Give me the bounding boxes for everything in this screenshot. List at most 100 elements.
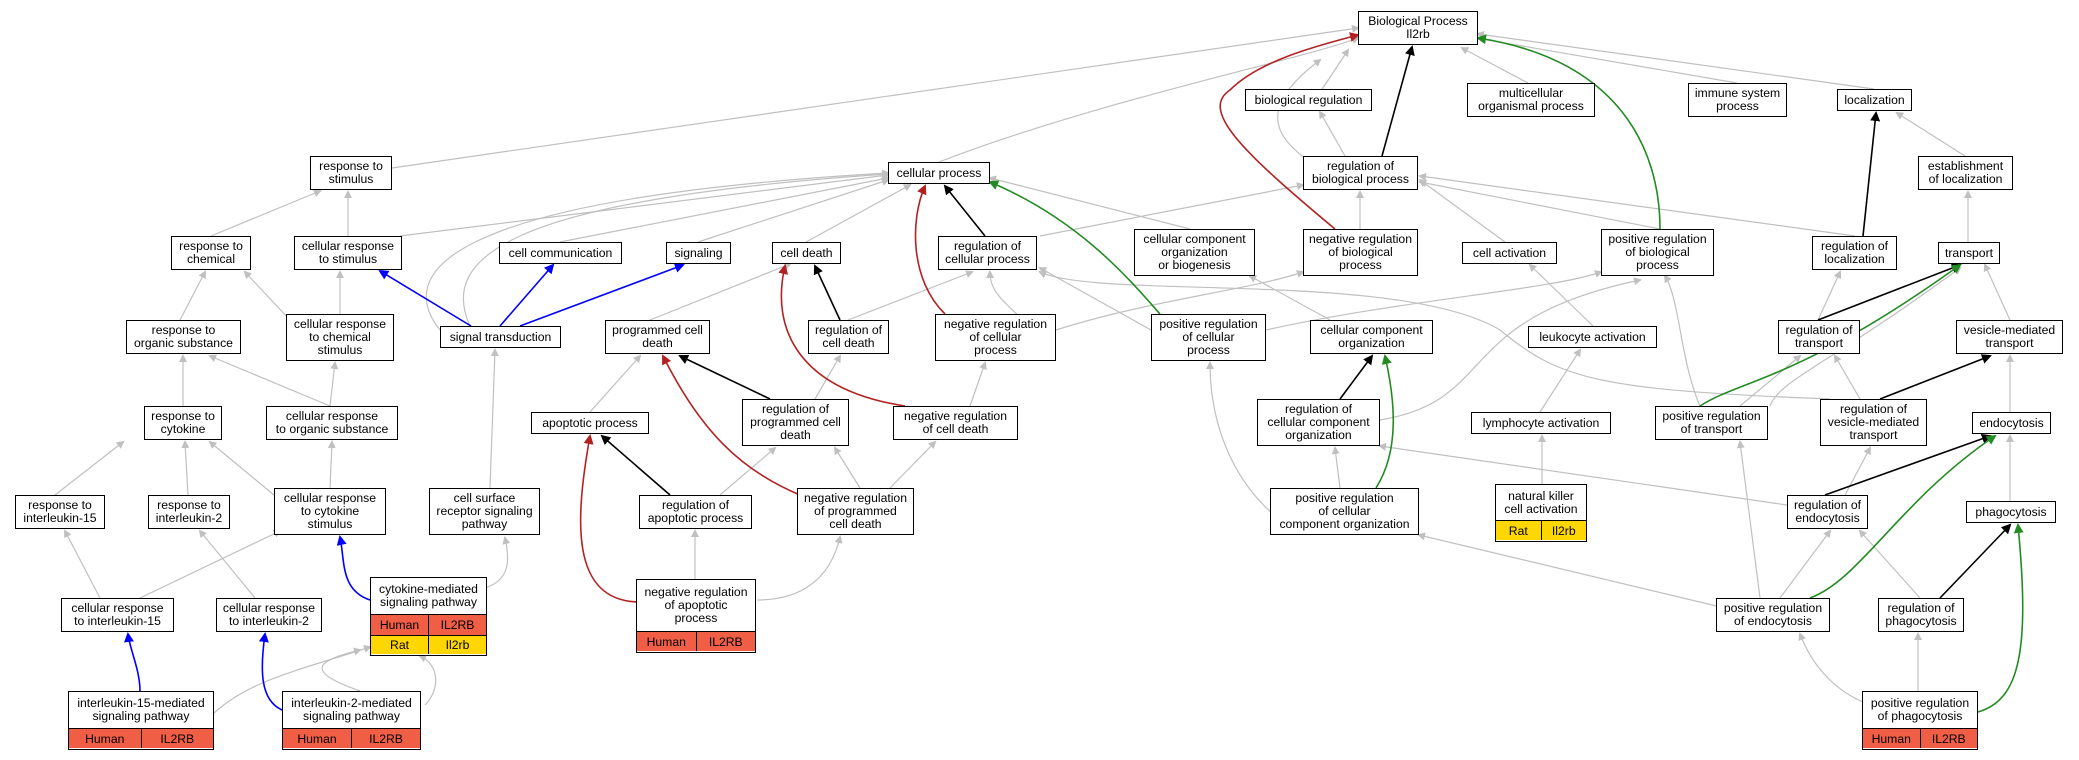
node-regulation-of-localization[interactable]: regulation of localization bbox=[1812, 236, 1897, 270]
gene-cell: IL2RB bbox=[695, 632, 756, 651]
node-interleukin-2-mediated-signaling-pathway[interactable]: interleukin-2-mediated signaling pathway… bbox=[282, 691, 421, 750]
edge-blue-103 bbox=[499, 263, 555, 327]
edge-gray-24 bbox=[243, 270, 291, 321]
node-response-to-interleukin-15[interactable]: response to interleukin-15 bbox=[15, 495, 105, 529]
node-negative-regulation-of-apoptotic-process[interactable]: negative regulation of apoptotic process… bbox=[636, 579, 756, 653]
node-regulation-of-transport[interactable]: regulation of transport bbox=[1778, 320, 1860, 354]
annotation-row-human: Human IL2RB bbox=[637, 631, 755, 651]
edge-gray-70 bbox=[1736, 440, 1761, 599]
edge-green-96 bbox=[1476, 34, 1661, 230]
edge-gray-29 bbox=[1055, 270, 1305, 331]
node-regulation-of-cc-organization[interactable]: regulation of cellular component organiz… bbox=[1257, 399, 1380, 446]
node-cell-communication[interactable]: cell communication bbox=[499, 242, 622, 264]
node-positive-regulation-of-phagocytosis[interactable]: positive regulation of phagocytosis Huma… bbox=[1862, 691, 1978, 750]
edge-gray-47 bbox=[1833, 354, 1861, 400]
node-signaling[interactable]: signaling bbox=[666, 242, 731, 264]
edge-black-80 bbox=[1381, 45, 1415, 157]
node-regulation-of-apoptotic-process[interactable]: regulation of apoptotic process bbox=[639, 495, 752, 529]
species-cell: Human bbox=[297, 731, 337, 746]
edge-green-101 bbox=[1977, 523, 2024, 713]
node-positive-regulation-of-biological-process[interactable]: positive regulation of biological proces… bbox=[1601, 229, 1714, 276]
node-vesicle-mediated-transport[interactable]: vesicle-mediated transport bbox=[1956, 320, 2063, 354]
node-response-to-stimulus[interactable]: response to stimulus bbox=[310, 156, 392, 190]
edge-red-94 bbox=[662, 354, 801, 496]
node-response-to-interleukin-2[interactable]: response to interleukin-2 bbox=[148, 495, 230, 529]
edge-gray-35 bbox=[1817, 270, 1842, 321]
node-endocytosis[interactable]: endocytosis bbox=[1972, 412, 2051, 434]
node-cellular-response-to-interleukin-2[interactable]: cellular response to interleukin-2 bbox=[216, 598, 322, 632]
node-negative-regulation-of-cell-death[interactable]: negative regulation of cell death bbox=[893, 406, 1018, 440]
edge-gray-51 bbox=[181, 440, 190, 496]
node-regulation-of-biological-process[interactable]: regulation of biological process bbox=[1303, 156, 1418, 190]
node-cell-death[interactable]: cell death bbox=[772, 242, 841, 264]
edge-gray-40 bbox=[589, 354, 642, 413]
node-cellular-response-to-interleukin-15[interactable]: cellular response to interleukin-15 bbox=[61, 598, 174, 632]
edge-gray-53 bbox=[327, 440, 336, 489]
edge-black-83 bbox=[1817, 263, 1962, 321]
node-positive-regulation-of-endocytosis[interactable]: positive regulation of endocytosis bbox=[1716, 598, 1830, 632]
edge-gray-57 bbox=[889, 440, 937, 489]
node-regulation-of-programmed-cell-death[interactable]: regulation of programmed cell death bbox=[742, 399, 849, 446]
edge-black-90 bbox=[1339, 354, 1374, 400]
node-response-to-cytokine[interactable]: response to cytokine bbox=[144, 406, 222, 440]
gene-cell: IL2RB bbox=[428, 615, 486, 635]
node-negative-regulation-of-biological-process[interactable]: negative regulation of biological proces… bbox=[1303, 229, 1418, 276]
edge-black-87 bbox=[813, 264, 841, 321]
node-cellular-response-to-stimulus[interactable]: cellular response to stimulus bbox=[294, 236, 402, 270]
node-cellular-response-to-chemical-stimulus[interactable]: cellular response to chemical stimulus bbox=[286, 314, 394, 361]
node-regulation-of-cellular-process[interactable]: regulation of cellular process bbox=[938, 236, 1037, 270]
node-biological-regulation[interactable]: biological regulation bbox=[1245, 89, 1372, 111]
edge-gray-5 bbox=[391, 24, 1360, 169]
edge-gray-54 bbox=[489, 348, 499, 489]
node-negative-regulation-of-cellular-process[interactable]: negative regulation of cellular process bbox=[935, 314, 1056, 361]
node-regulation-of-phagocytosis[interactable]: regulation of phagocytosis bbox=[1878, 598, 1964, 632]
node-positive-regulation-of-cc-organization[interactable]: positive regulation of cellular componen… bbox=[1270, 488, 1419, 535]
node-apoptotic-process[interactable]: apoptotic process bbox=[531, 412, 649, 434]
edge-gray-36 bbox=[1983, 263, 2011, 321]
edge-green-100 bbox=[1809, 434, 1997, 599]
node-biological-process[interactable]: Biological Process Il2rb bbox=[1358, 11, 1478, 45]
edge-gray-77 bbox=[321, 647, 362, 692]
edge-gray-32 bbox=[1265, 270, 1603, 331]
node-cc-organization-or-biogenesis[interactable]: cellular component organization or bioge… bbox=[1134, 229, 1255, 276]
edge-gray-58 bbox=[1331, 446, 1341, 489]
edge-blue-104 bbox=[519, 263, 685, 327]
node-natural-killer-cell-activation[interactable]: natural killer cell activation Rat Il2rb bbox=[1495, 484, 1587, 542]
node-programmed-cell-death[interactable]: programmed cell death bbox=[605, 320, 710, 354]
edge-gray-44 bbox=[1539, 348, 1582, 413]
node-response-to-organic-substance[interactable]: response to organic substance bbox=[126, 320, 241, 354]
edge-gray-65 bbox=[139, 529, 282, 599]
node-cytokine-mediated-signaling-pathway[interactable]: cytokine-mediated signaling pathway Huma… bbox=[370, 577, 487, 656]
node-regulation-of-vesicle-mediated-transport[interactable]: regulation of vesicle-mediated transport bbox=[1820, 399, 1927, 446]
edge-blue-107 bbox=[258, 632, 283, 711]
node-positive-regulation-of-cellular-process[interactable]: positive regulation of cellular process bbox=[1151, 314, 1266, 361]
edge-gray-16 bbox=[1418, 178, 1506, 243]
node-response-to-chemical[interactable]: response to chemical bbox=[171, 236, 251, 270]
annotation-row-rat: Rat Il2rb bbox=[371, 635, 486, 654]
node-phagocytosis[interactable]: phagocytosis bbox=[1966, 501, 2056, 523]
node-cellular-component-organization[interactable]: cellular component organization bbox=[1310, 320, 1433, 354]
node-transport[interactable]: transport bbox=[1938, 242, 2000, 264]
edge-blue-102 bbox=[378, 269, 472, 327]
edge-red-92 bbox=[914, 184, 946, 315]
node-multicellular-organismal-process[interactable]: multicellular organismal process bbox=[1467, 83, 1595, 117]
node-localization[interactable]: localization bbox=[1837, 89, 1912, 111]
node-regulation-of-endocytosis[interactable]: regulation of endocytosis bbox=[1787, 495, 1868, 529]
node-cellular-process[interactable]: cellular process bbox=[888, 162, 990, 184]
node-leukocyte-activation[interactable]: leukocyte activation bbox=[1528, 326, 1657, 348]
node-regulation-of-cell-death[interactable]: regulation of cell death bbox=[808, 320, 889, 354]
node-cellular-response-to-organic-substance[interactable]: cellular response to organic substance bbox=[266, 406, 398, 440]
node-establishment-of-localization[interactable]: establishment of localization bbox=[1918, 156, 2013, 190]
node-interleukin-15-mediated-signaling-pathway[interactable]: interleukin-15-mediated signaling pathwa… bbox=[68, 691, 214, 750]
edge-gray-39 bbox=[208, 354, 331, 407]
node-signal-transduction[interactable]: signal transduction bbox=[440, 326, 561, 348]
node-cell-activation[interactable]: cell activation bbox=[1462, 242, 1557, 264]
node-cell-surface-receptor-signaling-pathway[interactable]: cell surface receptor signaling pathway bbox=[429, 488, 540, 535]
node-cellular-response-to-cytokine-stimulus[interactable]: cellular response to cytokine stimulus bbox=[274, 488, 386, 535]
node-immune-system-process[interactable]: immune system process bbox=[1688, 83, 1787, 117]
node-negative-regulation-of-programmed-cell-death[interactable]: negative regulation of programmed cell d… bbox=[797, 488, 914, 535]
node-lymphocyte-activation[interactable]: lymphocyte activation bbox=[1471, 412, 1611, 434]
node-positive-regulation-of-transport[interactable]: positive regulation of transport bbox=[1655, 406, 1768, 440]
